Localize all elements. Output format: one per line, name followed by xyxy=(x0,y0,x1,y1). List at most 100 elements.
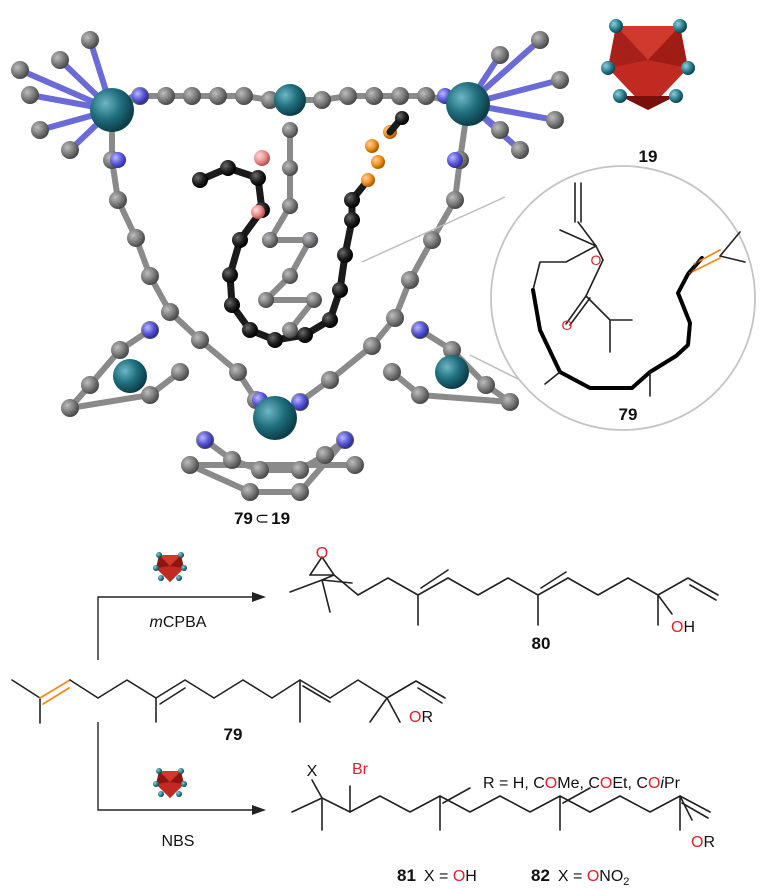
substrate-or-o: O xyxy=(409,709,421,726)
host-label-19: 19 xyxy=(639,147,658,166)
r-def-o3: O xyxy=(648,775,660,792)
guest-carbon-atom xyxy=(220,160,236,176)
cage-carbon-atom xyxy=(282,198,298,214)
cage-carbon-atom xyxy=(191,331,209,349)
r-def-prefix: R = H, C xyxy=(483,775,545,792)
guest-carbon-atom xyxy=(332,282,348,298)
cage-carbon-atom xyxy=(282,268,298,284)
cage-carbon-atom xyxy=(251,461,269,479)
cage-carbon-atom xyxy=(313,91,331,109)
cage-carbon-atom xyxy=(401,271,419,289)
inset-ester-oxygen: O xyxy=(591,252,602,268)
cage-bond xyxy=(67,392,153,411)
cage-nitrogen-atom xyxy=(142,322,158,338)
cage-carbon-atom xyxy=(546,111,564,129)
guest-carbon-atom xyxy=(192,172,208,188)
cage-nitrogen-atom xyxy=(292,394,308,410)
r-def-o1: O xyxy=(545,775,557,792)
octahedron-icon-19 xyxy=(601,19,695,110)
cage-carbon-atom xyxy=(321,371,339,389)
cage-metal-atom xyxy=(253,396,297,440)
guest-carbon-atom xyxy=(395,111,409,125)
cage-carbon-atom xyxy=(181,456,199,474)
product-80-oh: OH xyxy=(671,619,695,636)
cage-nitrogen-atom xyxy=(337,432,353,448)
product-80 xyxy=(289,556,719,626)
cage-carbon-atom xyxy=(282,160,298,176)
cage-carbon-atom xyxy=(61,399,79,417)
cage-carbon-atom xyxy=(383,363,401,381)
substrate-or-r: R xyxy=(421,709,433,726)
cage-carbon-atom xyxy=(282,122,298,138)
inset-structure-79 xyxy=(531,182,746,397)
product-bottom-or: OR xyxy=(691,834,715,851)
r-def-ipr-pr: Pr xyxy=(664,775,681,792)
cage-nitrogen-atom xyxy=(132,88,148,104)
cage-carbon-atom xyxy=(21,86,39,104)
cage-carbon-atom xyxy=(209,87,227,105)
label-82-def-sub: 2 xyxy=(623,876,629,888)
cage-carbon-atom xyxy=(11,61,29,79)
cage-carbon-atom xyxy=(291,483,309,501)
cage-carbon-atom xyxy=(491,46,509,64)
inset-circle xyxy=(490,165,756,431)
cage-carbon-atom xyxy=(446,191,464,209)
cage-carbon-atom xyxy=(261,91,279,109)
cage-carbon-atom xyxy=(141,386,159,404)
cage-carbon-atom xyxy=(81,31,99,49)
reagent-mcpba: mCPBA xyxy=(150,614,207,631)
guest-carbon-atom xyxy=(344,192,360,208)
complex-label: 79⊂19 xyxy=(234,509,290,528)
product-bottom-br: Br xyxy=(352,761,369,778)
cage-carbon-atom xyxy=(417,87,435,105)
reaction-arrow-top xyxy=(97,592,266,660)
guest-carbon-atom xyxy=(267,332,283,348)
cage-metal-atom xyxy=(90,88,134,132)
guest-carbon-atom xyxy=(344,212,360,228)
label-82: 82 xyxy=(531,866,550,885)
guest-carbon-atom xyxy=(232,232,248,248)
cage-nitrogen-atom xyxy=(412,322,428,338)
substrate-or: OR xyxy=(409,709,433,726)
label-81-def-h: H xyxy=(465,868,477,885)
cage-bond xyxy=(187,462,253,495)
cage-carbon-atom xyxy=(551,71,569,89)
cage-carbon-atom xyxy=(365,87,383,105)
cage-carbon-atom xyxy=(81,376,99,394)
cage-carbon-atom xyxy=(31,121,49,139)
label-82-def-prefix: X = xyxy=(558,868,587,885)
cage-bond xyxy=(327,343,375,383)
cage-carbon-atom xyxy=(501,393,519,411)
cage-carbon-atom xyxy=(229,363,247,381)
guest-orange-atom xyxy=(365,139,379,153)
product-80-oh-o: O xyxy=(671,619,683,636)
cage-carbon-atom xyxy=(443,341,461,359)
label-82-def-o: O xyxy=(587,868,599,885)
complex-host: 19 xyxy=(271,509,290,528)
cage-carbon-atom xyxy=(241,483,259,501)
cage-carbon-atom xyxy=(411,386,429,404)
cage-metal-atom xyxy=(113,359,147,393)
guest-orange-atom xyxy=(361,173,375,187)
label-81-def-o: O xyxy=(453,868,465,885)
cage-carbon-atom xyxy=(423,231,441,249)
complex-guest: 79 xyxy=(234,509,253,528)
cage-carbon-atom xyxy=(316,446,334,464)
cage-carbon-atom xyxy=(491,121,509,139)
guest-oxygen-atom xyxy=(254,150,270,166)
r-def-o2: O xyxy=(600,775,612,792)
cage-carbon-atom xyxy=(109,191,127,209)
cage-carbon-atom xyxy=(111,341,129,359)
cage-metal-atom xyxy=(435,355,469,389)
cage-carbon-atom xyxy=(262,232,278,248)
product-bottom-or-r: R xyxy=(703,834,715,851)
inset-carbonyl-oxygen: O xyxy=(562,317,573,333)
cage-carbon-atom xyxy=(531,31,549,49)
cage-nitrogen-atom xyxy=(110,152,126,168)
guest-carbon-atom xyxy=(322,312,338,328)
cage-carbon-atom xyxy=(363,337,381,355)
guest-carbon-atom xyxy=(297,327,313,343)
cage-carbon-atom xyxy=(157,87,175,105)
